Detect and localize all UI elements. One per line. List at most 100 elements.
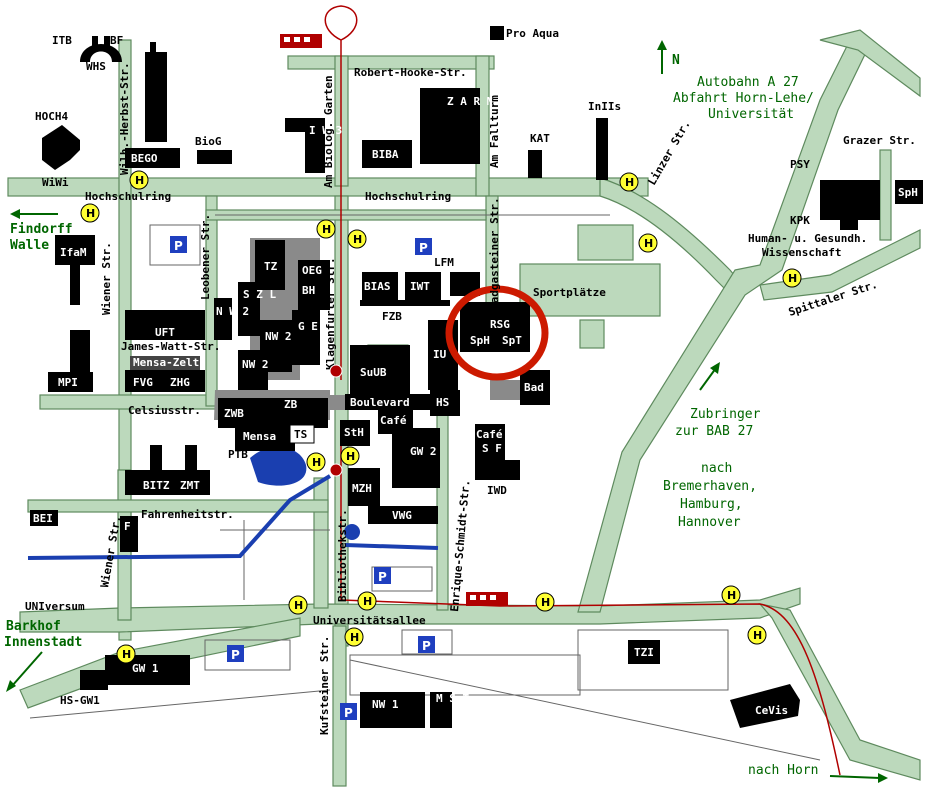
sth xyxy=(340,420,370,446)
svg-text:H: H xyxy=(312,456,321,469)
label-ptb: PTB xyxy=(228,448,248,461)
label-bego: BEGO xyxy=(131,152,158,165)
label-rsg: RSG xyxy=(490,318,510,331)
bus-stop-icon: H xyxy=(129,170,149,190)
label-zubringer-2: zur BAB 27 xyxy=(675,424,753,439)
label-fahrenheit: Fahrenheitstr. xyxy=(141,508,234,521)
label-nw2-a: N W 2 xyxy=(216,305,249,318)
cevis xyxy=(730,684,800,728)
label-sfg: S F G xyxy=(482,442,515,455)
label-kufsteiner: Kufsteiner Str. xyxy=(318,636,331,735)
parking-icon: P xyxy=(340,703,357,720)
inlls xyxy=(596,118,608,180)
svg-text:H: H xyxy=(625,176,634,189)
tram-stop-markers xyxy=(329,364,343,477)
bus-stop-icon: H xyxy=(116,644,136,664)
arrows xyxy=(6,40,888,783)
bus-stop-icon: H xyxy=(721,585,741,605)
nw2-c xyxy=(238,350,268,390)
label-fvg: FVG xyxy=(133,376,153,389)
label-wiener-upper: Wiener Str. xyxy=(100,242,113,315)
parking-icon: P xyxy=(374,567,391,584)
label-biog: BioG xyxy=(195,135,222,148)
label-iw3: I W 3 xyxy=(309,124,342,137)
label-ts: TS xyxy=(294,428,307,441)
bei xyxy=(30,510,58,526)
geo xyxy=(292,310,320,365)
buildings xyxy=(30,26,923,728)
label-zhg: ZHG xyxy=(170,376,190,389)
svg-text:H: H xyxy=(363,595,372,608)
label-sth: StH xyxy=(344,426,364,439)
pond xyxy=(344,524,360,540)
oeg xyxy=(298,260,330,310)
water-channel-2 xyxy=(344,543,439,550)
bus-stop-icon: H xyxy=(347,229,367,249)
fh xyxy=(120,516,138,552)
bus-stop-icon: H xyxy=(306,452,326,472)
label-inlls: InIIs xyxy=(588,100,621,113)
highlight-circle xyxy=(445,285,549,381)
arrow-right-icon xyxy=(829,773,888,783)
label-nach-3: Hamburg, xyxy=(680,497,743,512)
label-uft: UFT xyxy=(155,326,175,339)
label-walle: Walle xyxy=(10,238,49,253)
bus-stop-icon: H xyxy=(747,625,767,645)
label-zubringer-1: Zubringer xyxy=(690,407,761,422)
arrow-left-icon xyxy=(10,209,58,219)
svg-text:H: H xyxy=(135,174,144,187)
label-kpk: KPK xyxy=(790,214,810,227)
road-zubringer xyxy=(577,39,871,613)
label-nw2-b: NW 2 xyxy=(265,330,292,343)
rsg-block xyxy=(460,302,530,352)
bias xyxy=(362,272,398,300)
bus-stop-icon: H xyxy=(619,172,639,192)
label-badgasteiner: Badgasteiner Str. xyxy=(488,197,501,310)
szl xyxy=(238,282,260,336)
label-am-fallturm: Am Fallturm xyxy=(488,95,501,168)
nw1 xyxy=(360,692,425,728)
label-psy: PSY xyxy=(790,158,810,171)
label-tzi: TZI xyxy=(634,646,654,659)
uft xyxy=(125,310,205,340)
mensa xyxy=(235,425,295,451)
vwg xyxy=(368,506,438,524)
label-vwg: VWG xyxy=(392,509,412,522)
road-bibliothek xyxy=(313,477,329,609)
zwb-zb xyxy=(218,398,328,428)
label-iwt: IWT xyxy=(410,280,430,293)
label-whs: WHS xyxy=(86,60,106,73)
label-wiwi: WiWi xyxy=(42,176,69,189)
label-mzh: MZH xyxy=(352,482,372,495)
bad xyxy=(520,370,550,405)
road-grazer xyxy=(879,149,892,241)
label-james-watt: James-Watt-Str. xyxy=(121,340,220,353)
svg-text:P: P xyxy=(422,639,431,653)
label-kat: KAT xyxy=(530,132,550,145)
svg-text:P: P xyxy=(344,706,353,720)
label-cafe-a: Café xyxy=(380,414,407,427)
fvg-zhg xyxy=(125,370,205,392)
road-horn xyxy=(758,603,921,781)
label-gw2: GW 2 xyxy=(410,445,437,458)
label-hochschulring-left: Hochschulring xyxy=(85,190,171,203)
label-zb: ZB xyxy=(284,398,298,411)
bus-stop-icon: H xyxy=(344,627,364,647)
psy xyxy=(820,180,880,220)
label-bitz: BITZ xyxy=(143,479,170,492)
label-lfm: LFM xyxy=(434,256,454,269)
label-universitaetsallee: Universitätsallee xyxy=(313,614,426,627)
svg-text:H: H xyxy=(353,233,362,246)
arrow-ne-icon xyxy=(699,362,720,391)
sph-top xyxy=(895,180,923,204)
label-sph-top: SpH xyxy=(898,186,918,199)
iwt xyxy=(405,272,441,300)
parking-icon: P xyxy=(227,645,244,662)
label-autobahn-2: Abfahrt Horn-Lehe/ xyxy=(673,91,814,106)
label-mensa: Mensa xyxy=(243,430,276,443)
hoch4 xyxy=(42,125,80,170)
svg-text:H: H xyxy=(350,631,359,644)
parking-signs: P P P P P P xyxy=(170,236,435,720)
mensa-zelt xyxy=(130,356,200,370)
